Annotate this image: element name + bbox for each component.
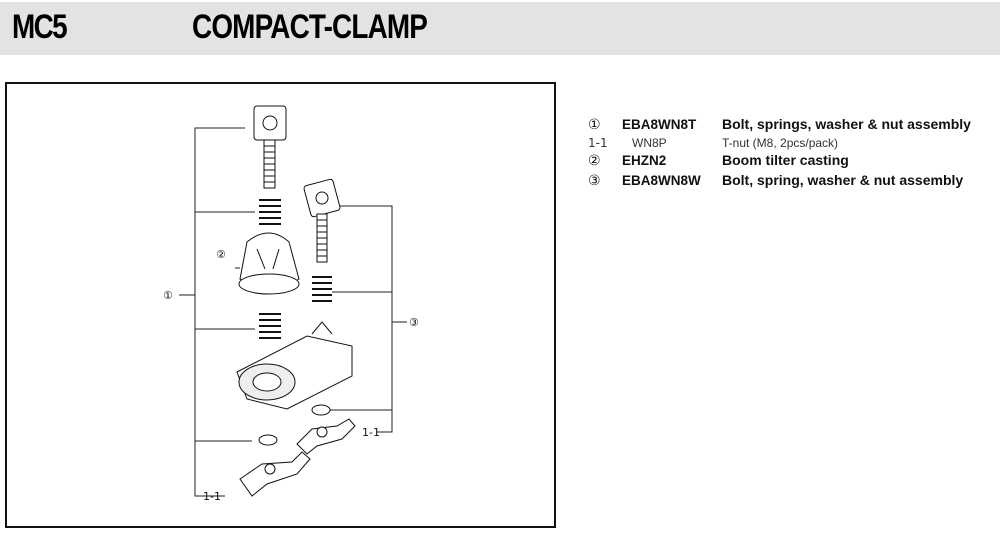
- callout-1: ①: [163, 289, 173, 302]
- callout-3: ③: [409, 316, 419, 329]
- callout-1-1-right: 1-1: [362, 426, 380, 439]
- bracket-line-1: [194, 127, 245, 497]
- t-nut-right: [296, 418, 356, 455]
- page-title: COMPACT-CLAMP: [192, 8, 428, 46]
- callout-1-1-left: 1-1: [203, 490, 221, 503]
- diagram-drawing: ① ② ③ 1-1 1-1: [163, 105, 419, 503]
- model-number: MC5: [12, 8, 68, 46]
- part-description: Boom tilter casting: [722, 152, 849, 168]
- part-number: ③: [588, 173, 601, 189]
- t-nut-left: [239, 451, 311, 497]
- bolt-right: [303, 178, 341, 263]
- part-description: Bolt, spring, washer & nut assembly: [722, 172, 964, 188]
- part-number: 1-1: [588, 136, 608, 150]
- part-code: EBA8WN8W: [622, 173, 701, 188]
- bracket-line-3: [339, 205, 393, 433]
- page-header: MC5 COMPACT-CLAMP: [0, 2, 1000, 55]
- clamp-body: [236, 321, 353, 410]
- part-description: Bolt, springs, washer & nut assembly: [722, 116, 971, 132]
- part-code: WN8P: [632, 136, 667, 150]
- parts-row: ① EBA8WN8T Bolt, springs, washer & nut a…: [588, 116, 996, 136]
- callout-2: ②: [216, 248, 226, 261]
- part-code: EBA8WN8T: [622, 117, 697, 132]
- part-number: ②: [588, 153, 601, 169]
- part-code: EHZN2: [622, 153, 667, 168]
- exploded-parts-diagram: ① ② ③ 1-1 1-1: [5, 82, 556, 528]
- springs: [259, 199, 332, 339]
- parts-row: 1-1 WN8P T-nut (M8, 2pcs/pack): [588, 136, 996, 152]
- part-number: ①: [588, 117, 601, 133]
- washer-left: [258, 434, 278, 446]
- parts-row: ② EHZN2 Boom tilter casting: [588, 152, 996, 172]
- parts-row: ③ EBA8WN8W Bolt, spring, washer & nut as…: [588, 172, 996, 192]
- parts-list: ① EBA8WN8T Bolt, springs, washer & nut a…: [588, 116, 996, 192]
- boom-tilter-casting: [238, 232, 300, 295]
- washer-right: [311, 404, 331, 416]
- part-description: T-nut (M8, 2pcs/pack): [722, 136, 839, 150]
- bolt-left: [253, 105, 287, 189]
- leader-lines-1: [195, 211, 255, 442]
